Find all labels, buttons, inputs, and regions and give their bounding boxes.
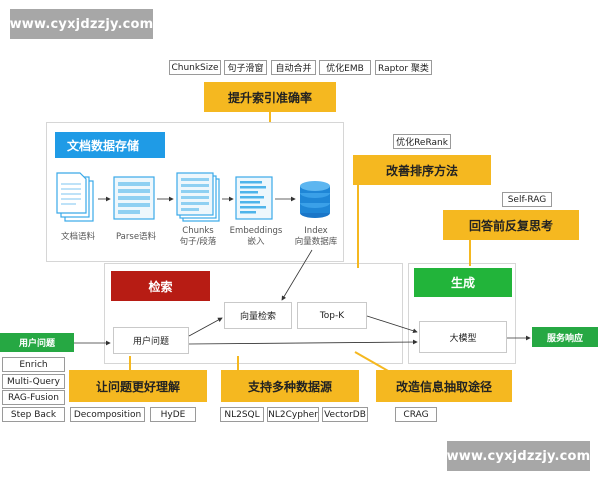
tag-sentence-window: 句子滑窗 bbox=[224, 60, 267, 75]
tag-crag: CRAG bbox=[395, 407, 437, 422]
step-embeddings-caption: Embeddings 嵌入 bbox=[225, 226, 287, 248]
tag-auto-merge: 自动合并 bbox=[271, 60, 316, 75]
step-chunks-caption: Chunks 句子/段落 bbox=[168, 226, 228, 248]
storage-frame bbox=[46, 122, 344, 262]
step-chunks-label: Chunks bbox=[182, 226, 214, 236]
tag-chunksize: ChunkSize bbox=[169, 60, 221, 75]
embeddings-icon bbox=[235, 176, 273, 220]
input-user-question: 用户问题 bbox=[0, 333, 74, 352]
step-index-caption: Index 向量数据库 bbox=[285, 226, 347, 248]
retrieval-frame bbox=[104, 263, 403, 364]
topk-box: Top-K bbox=[297, 302, 367, 329]
note-rerank: 改善排序方法 bbox=[353, 155, 491, 185]
step-index-label: Index bbox=[304, 226, 328, 236]
note-understand: 让问题更好理解 bbox=[69, 370, 207, 402]
tag-raptor: Raptor 聚类 bbox=[375, 60, 432, 75]
tag-enrich: Enrich bbox=[2, 357, 65, 372]
vector-search-box: 向量检索 bbox=[224, 302, 292, 329]
tag-vectordb: VectorDB bbox=[322, 407, 368, 422]
note-reflection: 回答前反复思考 bbox=[443, 210, 579, 240]
tag-decomposition: Decomposition bbox=[70, 407, 145, 422]
step-chunks-sub: 句子/段落 bbox=[179, 237, 217, 247]
generation-title: 生成 bbox=[414, 268, 512, 297]
retrieval-user-question: 用户问题 bbox=[113, 327, 189, 354]
step-parse-label: Parse语料 bbox=[115, 232, 157, 242]
note-multi-source: 支持多种数据源 bbox=[221, 370, 359, 402]
generation-frame bbox=[408, 263, 516, 364]
watermark-bottom: www.cyxjdzzjy.com bbox=[447, 441, 590, 471]
tag-rag-fusion: RAG-Fusion bbox=[2, 390, 65, 405]
tag-step-back: Step Back bbox=[2, 407, 65, 422]
parse-icon bbox=[113, 176, 155, 220]
llm-box: 大模型 bbox=[419, 321, 507, 353]
step-embeddings-label: Embeddings bbox=[229, 226, 283, 236]
service-response: 服务响应 bbox=[532, 327, 598, 347]
step-parse-caption: Parse语料 bbox=[108, 232, 164, 243]
database-icon bbox=[300, 181, 330, 218]
tag-nl2sql: NL2SQL bbox=[220, 407, 264, 422]
chunks-icon bbox=[176, 172, 220, 222]
tag-optimize-emb: 优化EMB bbox=[319, 60, 371, 75]
tag-hyde: HyDE bbox=[150, 407, 196, 422]
note-index-accuracy: 提升索引准确率 bbox=[204, 82, 336, 112]
watermark-top: www.cyxjdzzjy.com bbox=[10, 9, 153, 39]
tag-optimize-rerank: 优化ReRank bbox=[393, 134, 451, 149]
retrieval-title: 检索 bbox=[111, 271, 210, 301]
note-extraction: 改造信息抽取途径 bbox=[376, 370, 512, 402]
tag-multi-query: Multi-Query bbox=[2, 374, 65, 389]
step-index-sub: 向量数据库 bbox=[294, 237, 338, 247]
step-embeddings-sub: 嵌入 bbox=[247, 237, 265, 247]
document-icon bbox=[56, 172, 94, 222]
tag-nl2cypher: NL2Cypher bbox=[267, 407, 319, 422]
step-doc-caption: 文档语料 bbox=[50, 232, 106, 243]
step-doc-label: 文档语料 bbox=[60, 232, 95, 242]
tag-self-rag: Self-RAG bbox=[502, 192, 552, 207]
storage-title: 文档数据存储 bbox=[55, 132, 165, 158]
